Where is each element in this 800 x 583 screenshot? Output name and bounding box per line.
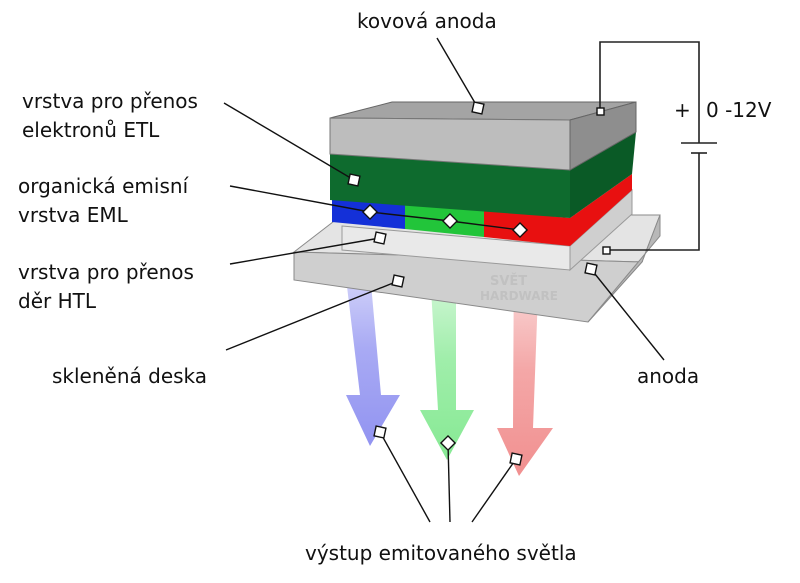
label-htl-line2: děr HTL bbox=[18, 289, 97, 313]
etl-layer bbox=[330, 132, 636, 218]
marker-anode-contact bbox=[602, 246, 611, 255]
marker-eml-blue bbox=[361, 203, 379, 221]
label-glass-plate: skleněná deska bbox=[52, 364, 207, 388]
marker-eml-green bbox=[441, 212, 459, 230]
marker-metal-anode-contact bbox=[596, 107, 605, 116]
metal-anode-layer bbox=[329, 101, 637, 171]
watermark-line1: SVĚT bbox=[490, 273, 527, 289]
marker-beam-red bbox=[509, 452, 523, 466]
label-light-output: výstup emitovaného světla bbox=[305, 541, 577, 565]
label-eml-line1: organická emisní bbox=[18, 174, 190, 198]
markers bbox=[347, 101, 611, 466]
eml-side bbox=[570, 174, 632, 246]
marker-etl bbox=[347, 173, 361, 187]
leader-lines bbox=[223, 37, 665, 523]
marker-beam-green bbox=[439, 434, 457, 452]
label-voltage: 0 -12V bbox=[706, 98, 772, 122]
label-metal-anode: kovová anoda bbox=[357, 9, 497, 33]
anode-layer bbox=[341, 188, 633, 272]
marker-metal-anode bbox=[471, 101, 485, 115]
power-circuit bbox=[599, 41, 717, 251]
label-anode: anoda bbox=[637, 364, 699, 388]
marker-anode bbox=[584, 262, 598, 276]
label-etl-line1: vrstva pro přenos bbox=[22, 89, 198, 113]
marker-beam-blue bbox=[373, 425, 387, 439]
metal-anode-side bbox=[569, 101, 637, 171]
label-eml-line2: vrstva EML bbox=[18, 203, 129, 227]
watermark-line2: HARDWARE bbox=[480, 289, 558, 303]
eml-red-segment bbox=[484, 210, 570, 246]
glass-plate-side bbox=[587, 214, 661, 323]
red-light-beam bbox=[497, 240, 553, 476]
marker-eml-red bbox=[511, 221, 529, 239]
labels: kovová anoda vrstva pro přenos elektronů… bbox=[18, 9, 772, 565]
glass-plate-front bbox=[293, 251, 644, 323]
marker-htl bbox=[373, 231, 387, 245]
marker-glass-plate bbox=[391, 274, 405, 288]
label-htl-line1: vrstva pro přenos bbox=[18, 260, 194, 284]
label-voltage-plus: + bbox=[674, 98, 691, 122]
etl-front bbox=[330, 154, 570, 218]
etl-side bbox=[570, 132, 636, 218]
label-etl-line2: elektronů ETL bbox=[22, 118, 160, 142]
